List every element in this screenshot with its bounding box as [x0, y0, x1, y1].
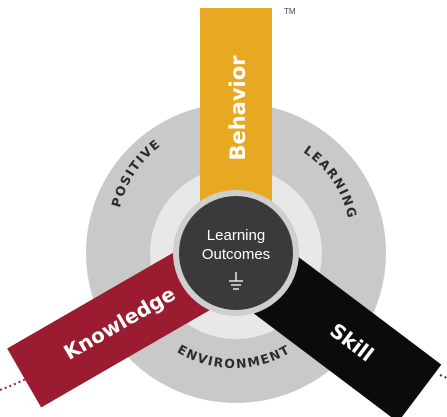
behavior-bar: Behavior [200, 8, 272, 208]
behavior-label: Behavior [226, 55, 250, 161]
dotted-line-right [439, 374, 447, 379]
center-label-line2: Outcomes [202, 246, 270, 263]
center-label-line1: Learning [207, 227, 265, 244]
ground-symbol-icon [229, 272, 243, 290]
center-hub [179, 196, 293, 310]
trademark-mark: TM [284, 7, 296, 16]
